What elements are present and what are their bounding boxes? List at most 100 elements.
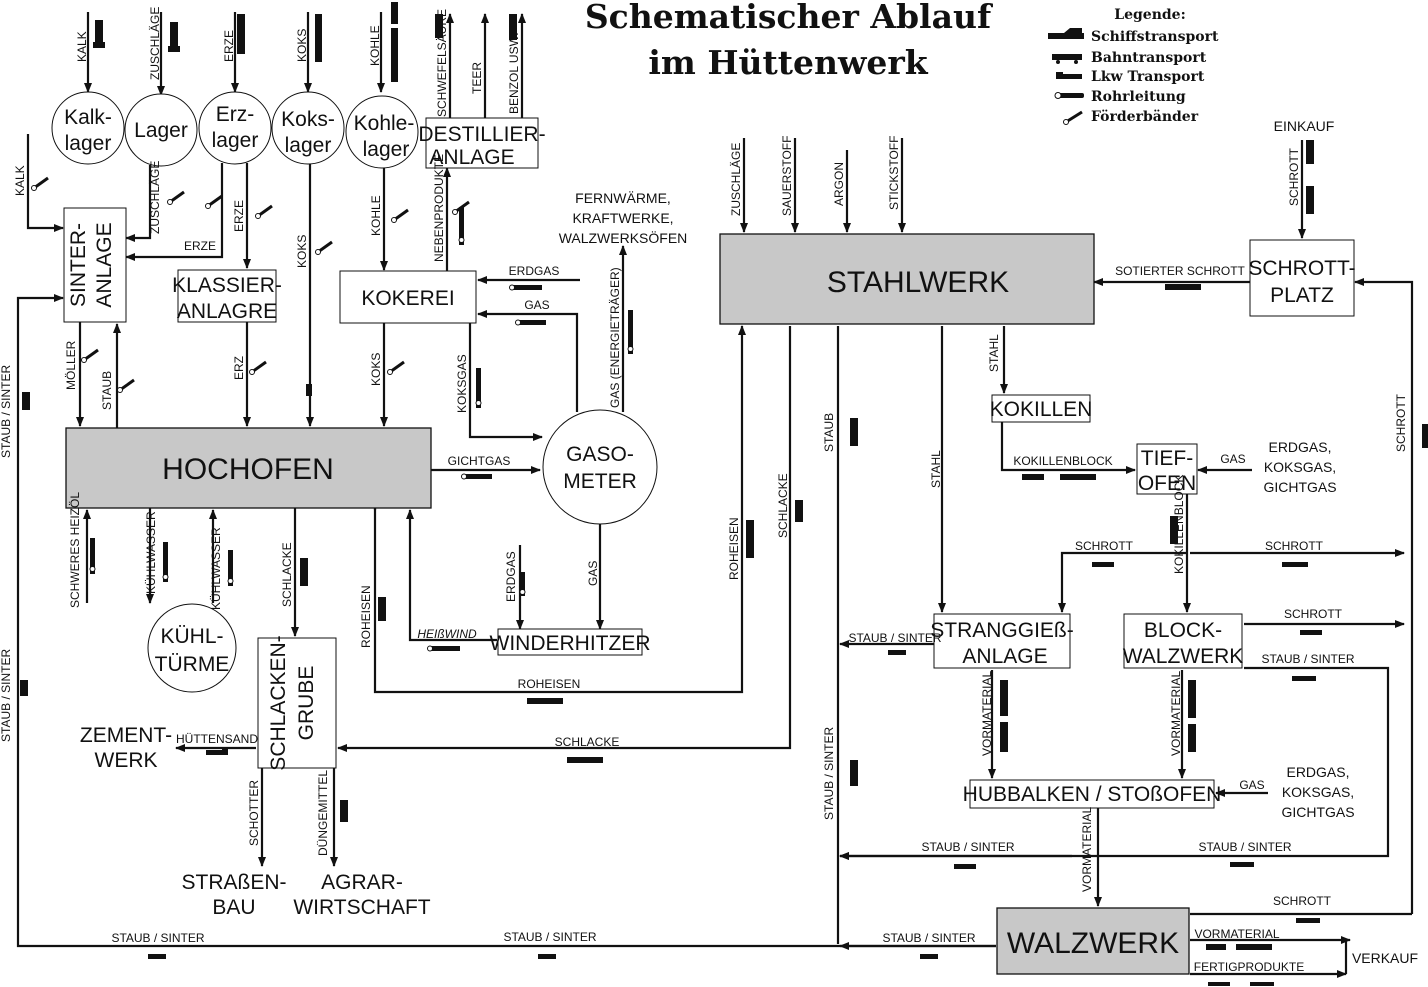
node-lager: Lager [124, 93, 198, 167]
svg-text:ERDGAS,: ERDGAS, [1286, 764, 1349, 780]
title-line-1: Schematischer Ablauf [585, 0, 993, 36]
svg-text:KOKILLEN: KOKILLEN [990, 398, 1093, 421]
svg-text:KOKEREI: KOKEREI [361, 287, 454, 310]
svg-text:KLASSIER-: KLASSIER- [172, 274, 282, 297]
svg-text:SCHROTT: SCHROTT [1394, 393, 1408, 452]
svg-text:METER: METER [563, 470, 637, 493]
svg-text:STAUB: STAUB [100, 371, 114, 410]
svg-text:ERZE: ERZE [232, 200, 246, 232]
svg-text:STAUB / SINTER: STAUB / SINTER [503, 930, 596, 944]
svg-text:SCHOTTER: SCHOTTER [247, 780, 261, 846]
svg-text:STAHL: STAHL [987, 334, 1001, 372]
svg-text:Erz-: Erz- [216, 103, 255, 126]
svg-text:STAUB / SINTER: STAUB / SINTER [882, 931, 975, 945]
node-hochofen: HOCHOFEN [65, 427, 432, 509]
svg-text:STAHLWERK: STAHLWERK [827, 266, 1009, 299]
svg-text:VORMATERIAL: VORMATERIAL [1080, 807, 1094, 892]
truck-icon [20, 20, 1428, 986]
flow-labels-horizontal: ERZE ERDGAS GAS GICHTGAS HEIßWIND ROHEIS… [111, 239, 1354, 974]
svg-text:SCHLACKEN-: SCHLACKEN- [267, 635, 290, 770]
svg-text:Koks-: Koks- [281, 108, 335, 131]
svg-text:STAUB / SINTER: STAUB / SINTER [1198, 840, 1291, 854]
svg-text:GAS (ENERGIETRÄGER): GAS (ENERGIETRÄGER) [608, 267, 622, 408]
svg-text:ZUSCHLÄGE: ZUSCHLÄGE [148, 161, 162, 234]
node-agrarwirtschaft: AGRAR- WIRTSCHAFT [293, 871, 430, 919]
node-kokerei: KOKEREI [339, 270, 477, 324]
node-kokillen: KOKILLEN [990, 394, 1093, 423]
svg-text:SCHLACKE: SCHLACKE [280, 542, 294, 607]
svg-text:ERZE: ERZE [222, 30, 236, 62]
node-kohlelager: Kohle- lager [345, 95, 419, 169]
svg-text:STRANGGIEß-: STRANGGIEß- [930, 619, 1074, 642]
node-kokslager: Koks- lager [271, 91, 345, 165]
svg-text:HEIßWIND: HEIßWIND [417, 627, 477, 641]
svg-text:lager: lager [65, 132, 112, 155]
svg-text:ERDGAS: ERDGAS [509, 264, 560, 278]
node-kuehltuerme: KÜHL- TÜRME [147, 603, 237, 693]
svg-text:STAUB / SINTER: STAUB / SINTER [111, 931, 204, 945]
truck-icon [1060, 74, 1082, 79]
node-klassieranlage: KLASSIER- ANLAGRE [172, 269, 282, 323]
svg-text:lager: lager [363, 138, 410, 161]
svg-text:ANLAGE: ANLAGE [429, 146, 514, 169]
svg-text:DÜNGEMITTEL: DÜNGEMITTEL [316, 770, 330, 856]
svg-text:KOKILLENBLOCK: KOKILLENBLOCK [1172, 475, 1186, 574]
node-einkauf: EINKAUF [1274, 118, 1335, 134]
legend-title: Legende: [1114, 7, 1186, 23]
svg-text:NEBENPRODUKTE: NEBENPRODUKTE [432, 154, 446, 262]
svg-text:GICHTGAS: GICHTGAS [1281, 804, 1354, 820]
svg-text:GRUBE: GRUBE [295, 666, 318, 741]
svg-text:Kalk-: Kalk- [64, 106, 112, 129]
node-gase-tiefofen: ERDGAS, KOKSGAS, GICHTGAS [1263, 439, 1336, 495]
svg-text:Kohle-: Kohle- [354, 112, 415, 135]
svg-text:KÜHLWASSER: KÜHLWASSER [209, 527, 223, 610]
transport-icons [20, 2, 1428, 986]
pipe-icon [89, 207, 634, 652]
node-stranggiessanlage: STRANGGIEß- ANLAGE [930, 613, 1074, 669]
svg-text:ANLAGRE: ANLAGRE [177, 300, 277, 323]
svg-text:lager: lager [285, 134, 332, 157]
svg-text:KOKILLENBLOCK: KOKILLENBLOCK [1013, 454, 1112, 468]
svg-text:SCHROTT: SCHROTT [1284, 607, 1343, 621]
svg-text:KALK: KALK [75, 31, 89, 62]
svg-text:STAUB: STAUB [822, 413, 836, 452]
svg-text:ANLAGE: ANLAGE [93, 222, 116, 307]
svg-text:STAUB / SINTER: STAUB / SINTER [1261, 652, 1354, 666]
node-kalklager: Kalk- lager [51, 91, 125, 165]
svg-text:HUBBALKEN / STOßOFEN: HUBBALKEN / STOßOFEN [963, 783, 1222, 806]
svg-text:TÜRME: TÜRME [155, 653, 230, 676]
svg-text:GICHTGAS: GICHTGAS [448, 454, 511, 468]
svg-text:STAHL: STAHL [929, 450, 943, 488]
svg-text:SCHROTT: SCHROTT [1287, 147, 1301, 206]
svg-text:KRAFTWERKE,: KRAFTWERKE, [572, 210, 673, 226]
svg-text:BAU: BAU [212, 896, 255, 919]
svg-text:GICHTGAS: GICHTGAS [1263, 479, 1336, 495]
legend: Legende: Schiffstransport Bahntransport … [1048, 7, 1219, 125]
svg-text:HÜTTENSAND: HÜTTENSAND [176, 732, 258, 746]
svg-text:GAS: GAS [586, 561, 600, 586]
svg-text:KOKSGAS: KOKSGAS [455, 354, 469, 413]
svg-text:SCHLACKE: SCHLACKE [776, 473, 790, 538]
node-tiefofen: TIEF- OFEN [1136, 443, 1198, 495]
svg-text:AGRAR-: AGRAR- [321, 871, 403, 894]
node-schrottplatz: SCHROTT- PLATZ [1248, 239, 1356, 317]
train-icon [237, 2, 1274, 986]
svg-text:ERDGAS: ERDGAS [504, 551, 518, 602]
svg-text:STAUB / SINTER: STAUB / SINTER [0, 649, 13, 742]
node-erzlager: Erz- lager [198, 91, 272, 165]
svg-text:ROHEISEN: ROHEISEN [727, 517, 741, 580]
svg-text:WALZWERK: WALZWERK [1123, 645, 1244, 668]
node-fernwaerme: FERNWÄRME, KRAFTWERKE, WALZWERKSÖFEN [559, 190, 688, 246]
svg-text:KOKS: KOKS [295, 235, 309, 268]
svg-text:HOCHOFEN: HOCHOFEN [162, 453, 334, 486]
svg-text:STAUB / SINTER: STAUB / SINTER [921, 840, 1014, 854]
svg-text:KOHLE: KOHLE [369, 195, 383, 236]
svg-text:GAS: GAS [524, 298, 549, 312]
svg-text:SCHROTT-: SCHROTT- [1248, 257, 1355, 280]
legend-item-ship: Schiffstransport [1091, 29, 1219, 45]
svg-text:Lager: Lager [134, 119, 188, 142]
svg-text:VORMATERIAL: VORMATERIAL [980, 671, 994, 756]
svg-text:VERKAUF: VERKAUF [1352, 950, 1418, 966]
ship-icon [1048, 33, 1084, 39]
svg-text:ROHEISEN: ROHEISEN [518, 677, 581, 691]
